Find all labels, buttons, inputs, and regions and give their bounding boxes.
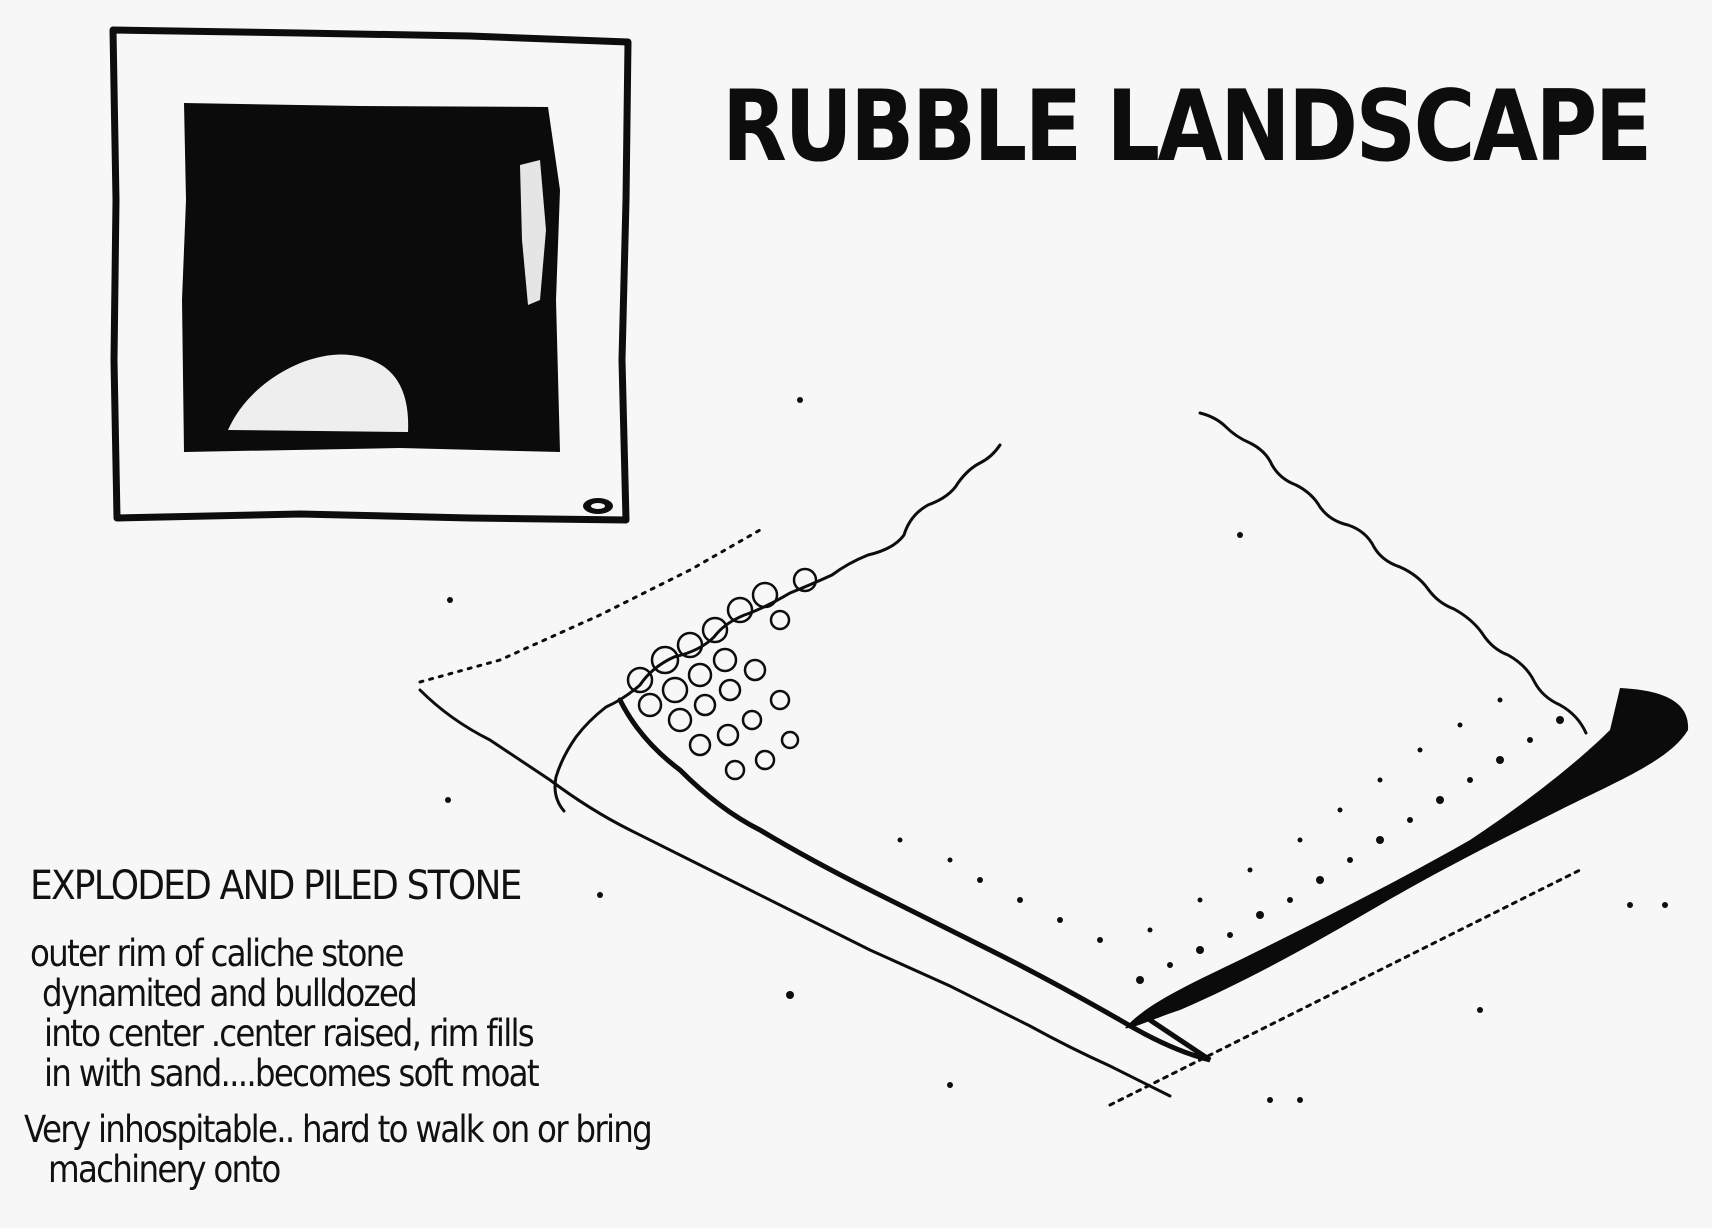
- moat-edge-bottom-right: [1110, 870, 1580, 1105]
- notes-line: machinery onto: [48, 1150, 748, 1190]
- notes-line: into center .center raised, rim fills: [44, 1014, 748, 1054]
- rim-edge-top-right: [1200, 413, 1586, 733]
- rubble-dark-band: [1125, 688, 1688, 1028]
- notes-line: Very inhospitable.. hard to walk on or b…: [24, 1110, 746, 1150]
- notes-line: outer rim of caliche stone: [30, 934, 746, 974]
- notes-block: EXPLODED AND PILED STONE outer rim of ca…: [24, 862, 844, 1190]
- notes-heading: EXPLODED AND PILED STONE: [30, 862, 763, 910]
- moat-edge-left: [420, 530, 760, 682]
- notes-line: dynamited and bulldozed: [42, 974, 748, 1014]
- notes-line: in with sand....becomes soft moat: [44, 1054, 748, 1094]
